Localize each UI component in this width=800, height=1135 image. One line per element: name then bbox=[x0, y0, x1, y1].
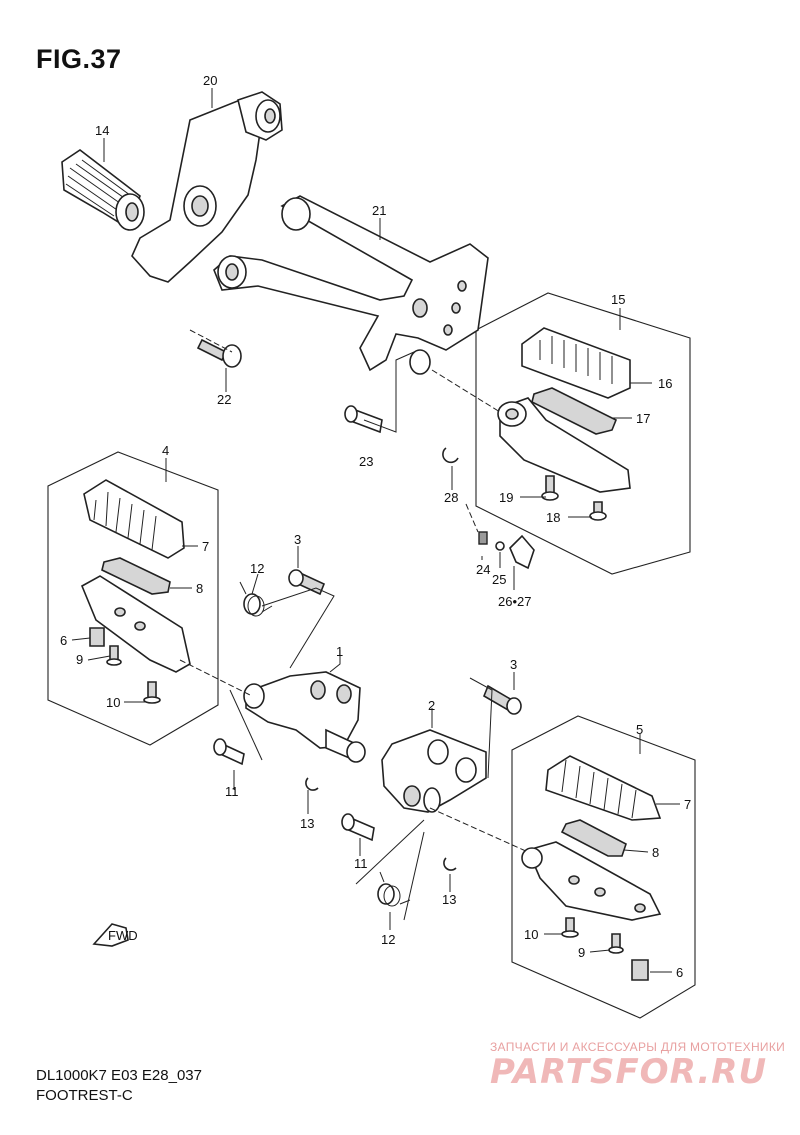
callout-22: 22 bbox=[217, 392, 231, 407]
callout-21: 21 bbox=[372, 203, 386, 218]
part-22-bolt bbox=[196, 338, 242, 368]
part-13-clip-right bbox=[443, 857, 457, 871]
callout-18: 18 bbox=[546, 510, 560, 525]
callout-9-left: 9 bbox=[76, 652, 83, 667]
part-11-pin-left bbox=[213, 738, 245, 766]
callout-13-right: 13 bbox=[442, 892, 456, 907]
callout-20: 20 bbox=[203, 73, 217, 88]
callout-8-left: 8 bbox=[196, 581, 203, 596]
part-8-plate-left bbox=[101, 557, 171, 595]
part-3-screw-upper bbox=[288, 569, 326, 596]
part-9-bolt-left bbox=[106, 645, 122, 666]
callout-8-right: 8 bbox=[652, 845, 659, 860]
part-7-rubber-left bbox=[83, 479, 185, 559]
part-11-pin-right bbox=[341, 813, 375, 842]
callout-14: 14 bbox=[95, 123, 109, 138]
callout-10-left: 10 bbox=[106, 695, 120, 710]
group-box-15 bbox=[475, 292, 691, 575]
part-25-ball bbox=[495, 541, 505, 551]
callout-11-right: 11 bbox=[354, 856, 368, 871]
footer-code: DL1000K7 E03 E28_037 bbox=[36, 1067, 202, 1084]
callout-13-left: 13 bbox=[300, 816, 314, 831]
callout-9-right: 9 bbox=[578, 945, 585, 960]
fwd-label: FWD bbox=[108, 928, 138, 943]
footer-name: FOOTREST-C bbox=[36, 1087, 133, 1104]
part-16-rubber bbox=[521, 327, 631, 399]
part-10-bolt-right bbox=[561, 917, 579, 938]
part-19-bolt bbox=[541, 475, 559, 501]
callout-7-right: 7 bbox=[684, 797, 691, 812]
part-6-nut-right bbox=[631, 959, 649, 981]
callout-10-right: 10 bbox=[524, 927, 538, 942]
watermark-tagline: ЗАПЧАСТИ И АКСЕССУАРЫ ДЛЯ МОТОТЕХНИКИ bbox=[490, 1040, 786, 1054]
callout-28: 28 bbox=[444, 490, 458, 505]
part-23-pin bbox=[344, 405, 383, 434]
callout-17: 17 bbox=[636, 411, 650, 426]
part-6-nut-left bbox=[89, 627, 105, 647]
callout-24: 24 bbox=[476, 562, 490, 577]
leader-lines bbox=[71, 88, 680, 973]
callout-23: 23 bbox=[359, 454, 373, 469]
callout-labels: 20 14 21 22 23 28 15 16 17 19 18 24 25 2… bbox=[60, 73, 691, 980]
part-26-27-plate bbox=[509, 534, 535, 570]
callout-19: 19 bbox=[499, 490, 513, 505]
part-12-spring-upper bbox=[239, 581, 273, 617]
callout-25: 25 bbox=[492, 572, 506, 587]
callout-3-lower: 3 bbox=[510, 657, 517, 672]
callout-7-left: 7 bbox=[202, 539, 209, 554]
callout-11-left: 11 bbox=[225, 784, 239, 799]
callout-12-upper: 12 bbox=[250, 561, 264, 576]
part-12-spring-lower bbox=[377, 871, 411, 907]
part-13-clip-left bbox=[305, 777, 319, 791]
callout-15: 15 bbox=[611, 292, 625, 307]
callout-6-right: 6 bbox=[676, 965, 683, 980]
part-3-screw-lower bbox=[483, 684, 522, 715]
part-5-footpeg-right bbox=[521, 841, 662, 921]
callout-1: 1 bbox=[336, 644, 343, 659]
watermark-logo: PARTSFOR.RU bbox=[490, 1052, 768, 1092]
figure-title: FIG.37 bbox=[36, 44, 122, 74]
callout-6-left: 6 bbox=[60, 633, 67, 648]
callout-2: 2 bbox=[428, 698, 435, 713]
callout-3-upper: 3 bbox=[294, 532, 301, 547]
part-21-bracket bbox=[213, 195, 489, 375]
part-8-plate-right bbox=[560, 819, 627, 857]
group-box-4 bbox=[47, 451, 219, 746]
callout-26-27: 26•27 bbox=[498, 594, 531, 609]
fwd-arrow-icon: FWD bbox=[92, 923, 138, 947]
part-14-footpeg bbox=[61, 149, 145, 231]
part-9-bolt-right bbox=[608, 933, 624, 954]
part-18-bolt bbox=[589, 501, 607, 521]
callout-4: 4 bbox=[162, 443, 169, 458]
part-24-spring bbox=[478, 531, 488, 545]
callout-16: 16 bbox=[658, 376, 672, 391]
part-1-bracket bbox=[243, 671, 366, 763]
part-7-rubber-right bbox=[545, 755, 662, 821]
part-4-footpeg-left bbox=[80, 575, 191, 673]
part-2-bracket bbox=[381, 729, 487, 813]
part-10-bolt-left bbox=[143, 681, 161, 704]
callout-5: 5 bbox=[636, 722, 643, 737]
part-28-clip bbox=[442, 447, 459, 464]
part-20-bracket bbox=[131, 91, 283, 283]
callout-12-lower: 12 bbox=[381, 932, 395, 947]
group-box-5 bbox=[511, 715, 696, 1019]
part-15-footpeg bbox=[497, 397, 631, 493]
